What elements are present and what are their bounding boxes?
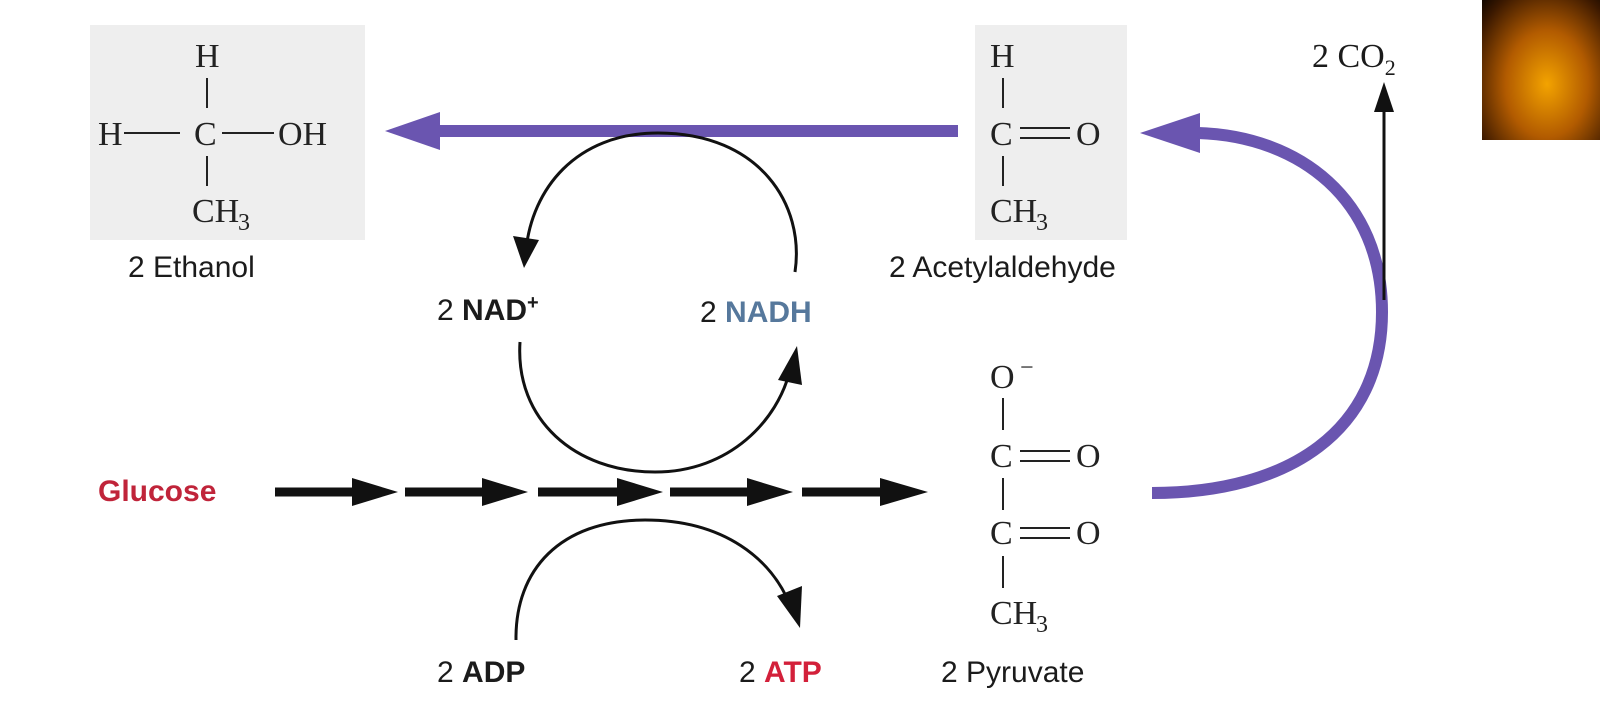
ethanol-label: 2 Ethanol (128, 251, 255, 284)
acetylaldehyde-structure: H C O CH 3 (990, 38, 1101, 236)
glucose-label: Glucose (98, 475, 217, 508)
nad-label: 2 NAD+ (437, 293, 539, 326)
ethanol-atom-c: C (194, 116, 217, 153)
glycolysis-arrow-chain (275, 478, 928, 506)
nadh-to-nad-arrowhead (513, 236, 539, 268)
nadh-coefficient: 2 (700, 296, 726, 329)
nadh-text: NADH (725, 296, 812, 329)
pyruvate-atom-c2: C (990, 515, 1013, 552)
ethanol-atom-oh: OH (278, 116, 327, 153)
atp-text: ATP (764, 656, 822, 689)
pyruvate-atom-ch: CH (990, 595, 1037, 632)
nadh-to-nad-curved-arrow (524, 131, 798, 273)
acetaldehyde-atom-h: H (990, 38, 1015, 75)
acetaldehyde-atom-c: C (990, 116, 1013, 153)
ethanol-atom-ch: CH (192, 193, 239, 230)
pyruvate-label: 2 Pyruvate (941, 656, 1085, 689)
atp-coefficient: 2 (739, 656, 765, 689)
nad-to-nadh-arrowhead (778, 346, 802, 385)
photo-mask (1450, 0, 1488, 10)
nadh-label: 2 NADH (700, 298, 812, 328)
acetylaldehyde-structure-box (975, 25, 1127, 240)
adp-text: ADP (462, 656, 526, 689)
ethanol-atom-h-top: H (195, 38, 220, 75)
co2-arrowhead (1374, 82, 1394, 112)
co2-text: 2 CO (1312, 38, 1385, 75)
ethanol-structure: H H C OH CH 3 (98, 38, 327, 236)
nad-text: NAD (462, 294, 528, 327)
adp-label: 2 ADP (437, 658, 525, 688)
pyruvate-atom-c1: C (990, 438, 1013, 475)
ethanol-atom-h-left: H (98, 116, 123, 153)
yeast-photo-thumbnail (1482, 0, 1600, 140)
purple-curved-arrowhead (1140, 113, 1200, 153)
acetaldehyde-subscript-3: 3 (1036, 210, 1048, 236)
adp-to-atp-arrowhead (777, 586, 802, 628)
pyruvate-atom-o1: O (1076, 438, 1101, 475)
nad-superscript: + (527, 292, 539, 314)
purple-arrowhead-to-ethanol (385, 112, 440, 150)
acetaldehyde-atom-o: O (1076, 116, 1101, 153)
adp-coefficient: 2 (437, 656, 463, 689)
co2-subscript: 2 (1384, 54, 1396, 80)
acetaldehyde-atom-ch: CH (990, 193, 1037, 230)
nad-coefficient: 2 (437, 294, 463, 327)
pyruvate-atom-o2: O (1076, 515, 1101, 552)
pyruvate-structure: O − C O C O CH 3 (990, 355, 1101, 638)
pyruvate-atom-o-minus: O (990, 359, 1015, 396)
purple-curved-arrow-shaft (1151, 127, 1389, 499)
ethanol-subscript-3: 3 (238, 210, 250, 236)
adp-to-atp-curved-arrow (514, 518, 792, 641)
co2-label: 2 CO2 (1312, 40, 1396, 79)
pyruvate-subscript-3: 3 (1036, 612, 1048, 638)
atp-label: 2 ATP (739, 658, 822, 688)
nad-to-nadh-curved-arrow (518, 341, 792, 474)
acetylaldehyde-label: 2 Acetylaldehyde (889, 251, 1116, 284)
pyruvate-charge-minus: − (1020, 355, 1034, 381)
